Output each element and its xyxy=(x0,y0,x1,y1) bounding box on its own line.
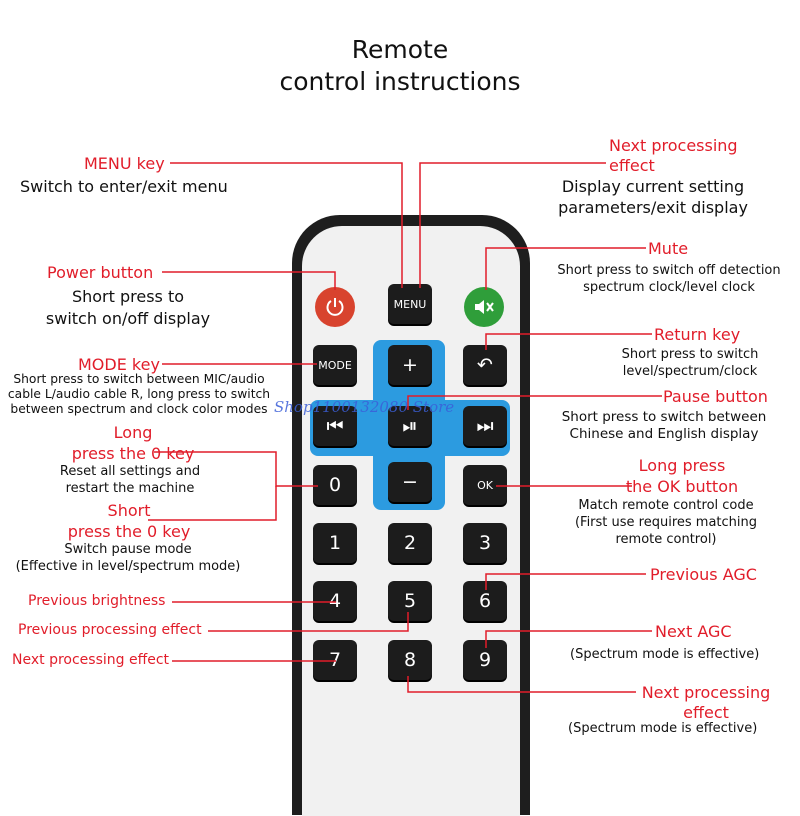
mode-button[interactable]: MODE xyxy=(313,345,357,385)
long0-desc-line-1: Reset all settings and xyxy=(59,464,201,479)
return-button[interactable]: ↶ xyxy=(463,345,507,385)
short0-desc-line-1: Switch pause mode xyxy=(64,542,192,557)
next-effect-top-desc: Display current setting parameters/exit … xyxy=(548,176,758,218)
key-4[interactable]: 4 xyxy=(313,581,357,621)
plus-button[interactable]: + xyxy=(388,345,432,385)
next-effect-bottom-title-line-1: Next processing xyxy=(641,683,771,702)
short0-title-line-1: Short xyxy=(107,501,151,520)
page-title: Remote control instructions xyxy=(0,34,800,98)
short0-title-line-2: press the 0 key xyxy=(67,522,191,541)
short0-desc-line-2: (Effective in level/spectrum mode) xyxy=(15,559,241,574)
ok-title: Long press the OK button xyxy=(624,455,740,497)
mute-desc-line-2: spectrum clock/level clock xyxy=(583,280,755,295)
mode-title: MODE key xyxy=(78,355,160,374)
ok-desc-line-2: (First use requires matching xyxy=(574,515,758,530)
next-effect-bottom-title: Next processing effect xyxy=(636,683,776,723)
key-5[interactable]: 5 xyxy=(388,581,432,621)
next-effect-top-title-line-1: Next processing xyxy=(609,136,738,155)
menu-button[interactable]: MENU xyxy=(388,284,432,324)
pause-desc-line-1: Short press to switch between xyxy=(561,409,767,425)
long0-title: Long press the 0 key xyxy=(18,422,248,464)
return-title: Return key xyxy=(654,325,741,344)
ok-title-line-2: the OK button xyxy=(625,477,739,496)
play-pause-button[interactable]: ⏯ xyxy=(388,406,432,446)
next-agc-title: Next AGC xyxy=(655,622,732,641)
power-title: Power button xyxy=(47,263,154,282)
next-button[interactable]: ⏭ xyxy=(463,406,507,446)
pause-desc: Short press to switch between Chinese an… xyxy=(552,409,776,443)
power-desc-line-2: switch on/off display xyxy=(45,309,211,328)
previous-agc-label: Previous AGC xyxy=(650,565,757,584)
key-3[interactable]: 3 xyxy=(463,523,507,563)
next-effect-top-title-line-2: effect xyxy=(609,156,655,175)
power-desc: Short press to switch on/off display xyxy=(38,286,218,330)
ok-title-line-1: Long press xyxy=(638,456,726,475)
return-desc: Short press to switch level/spectrum/clo… xyxy=(590,346,790,380)
ok-desc-line-3: remote control) xyxy=(615,532,717,547)
key-6[interactable]: 6 xyxy=(463,581,507,621)
next-effect-bottom-title-line-2: effect xyxy=(683,703,729,722)
key-9[interactable]: 9 xyxy=(463,640,507,680)
mute-desc: Short press to switch off detection spec… xyxy=(540,262,798,296)
ok-button[interactable]: OK xyxy=(463,465,507,505)
mode-desc-line-3: between spectrum and clock color modes xyxy=(10,402,268,416)
mute-title: Mute xyxy=(648,239,689,258)
power-icon xyxy=(326,298,344,316)
key-1[interactable]: 1 xyxy=(313,523,357,563)
mode-desc-line-2: cable L/audio cable R, long press to swi… xyxy=(7,387,271,401)
previous-effect-label: Previous processing effect xyxy=(18,622,202,638)
mute-desc-line-1: Short press to switch off detection xyxy=(557,263,781,278)
long0-desc-line-2: restart the machine xyxy=(65,481,195,496)
key-0[interactable]: 0 xyxy=(313,465,357,505)
minus-button[interactable]: − xyxy=(388,462,432,502)
return-desc-line-1: Short press to switch xyxy=(621,347,759,362)
next-effect-top-desc-line-2: parameters/exit display xyxy=(558,198,748,217)
next-effect-bottom-desc: (Spectrum mode is effective) xyxy=(568,721,758,736)
key-2[interactable]: 2 xyxy=(388,523,432,563)
short0-desc: Switch pause mode (Effective in level/sp… xyxy=(6,541,250,575)
store-watermark: Shop1100132080 Store xyxy=(274,398,455,416)
mute-button[interactable] xyxy=(464,287,504,327)
key-8[interactable]: 8 xyxy=(388,640,432,680)
title-line-1: Remote xyxy=(351,35,449,64)
next-effect-left-label: Next processing effect xyxy=(12,652,170,668)
ok-desc-line-1: Match remote control code xyxy=(578,498,754,513)
key-7[interactable]: 7 xyxy=(313,640,357,680)
long0-title-line-2: press the 0 key xyxy=(71,444,195,463)
power-button[interactable] xyxy=(315,287,355,327)
mode-desc-line-1: Short press to switch between MIC/audio xyxy=(13,372,265,386)
previous-brightness-label: Previous brightness xyxy=(28,593,166,609)
previous-button[interactable]: ⏮ xyxy=(313,406,357,446)
title-line-2: control instructions xyxy=(279,67,521,96)
mode-desc: Short press to switch between MIC/audio … xyxy=(6,372,272,417)
long0-desc: Reset all settings and restart the machi… xyxy=(30,463,230,497)
mute-icon xyxy=(475,300,494,314)
menu-key-title: MENU key xyxy=(84,154,165,173)
next-agc-desc: (Spectrum mode is effective) xyxy=(570,647,760,662)
next-effect-top-desc-line-1: Display current setting xyxy=(561,177,745,196)
pause-desc-line-2: Chinese and English display xyxy=(569,426,759,442)
menu-key-desc: Switch to enter/exit menu xyxy=(20,177,228,196)
ok-desc: Match remote control code (First use req… xyxy=(560,497,772,548)
return-desc-line-2: level/spectrum/clock xyxy=(622,364,758,379)
long0-title-line-1: Long xyxy=(113,423,153,442)
power-desc-line-1: Short press to xyxy=(71,287,185,306)
next-effect-top-title: Next processing effect xyxy=(609,136,738,176)
pause-title: Pause button xyxy=(663,387,768,406)
short0-title: Short press the 0 key xyxy=(14,500,244,542)
